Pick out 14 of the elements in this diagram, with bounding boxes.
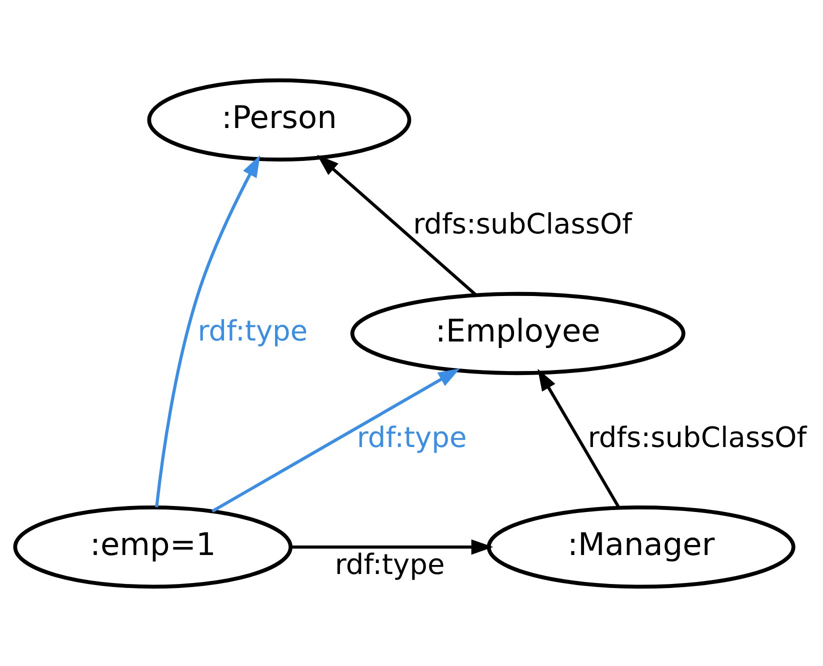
edge-label: rdfs:subClassOf	[413, 207, 632, 240]
node-ellipse: :Manager	[486, 504, 796, 588]
edge-label: rdf:type	[356, 420, 467, 454]
arrow	[538, 368, 620, 508]
arrow	[155, 154, 260, 507]
node-ellipse: :emp=1	[13, 504, 293, 588]
arrow	[316, 154, 477, 296]
node-ellipse: :Person	[147, 78, 412, 162]
node-ellipse: :Employee	[350, 291, 686, 375]
edge-label: rdf:type	[198, 314, 308, 347]
edge-label: rdf:type	[334, 548, 445, 581]
arrow	[290, 538, 494, 554]
edge-label: rdfs:subClassOf	[588, 420, 807, 454]
arrow	[212, 368, 460, 512]
